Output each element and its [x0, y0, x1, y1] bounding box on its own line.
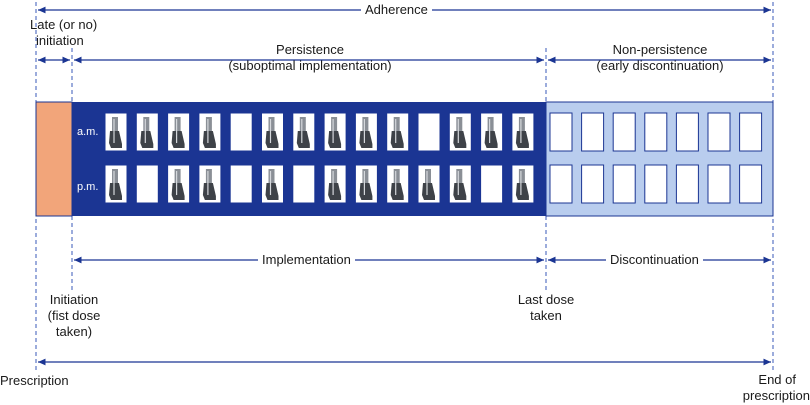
inhaler-icon	[109, 117, 122, 148]
discontinued-slot	[707, 164, 731, 204]
inhaler-icon	[202, 169, 216, 200]
am-row-label: a.m.	[77, 126, 98, 138]
inhaler-icon	[484, 117, 498, 148]
non-persistence-label: Non-persistence (early discontinuation)	[596, 42, 724, 73]
discontinued-slot	[644, 112, 668, 152]
adherence-label: Adherence	[361, 3, 432, 17]
discontinued-slot	[739, 164, 763, 204]
initiation-label: Initiation (fist dose taken)	[47, 292, 101, 339]
discontinued-slot	[644, 164, 668, 204]
discontinuation-label: Discontinuation	[606, 253, 703, 267]
inhaler-icon	[390, 169, 404, 200]
late-initiation-block	[35, 101, 73, 217]
discontinued-slot	[675, 112, 699, 152]
inhaler-icon	[422, 169, 435, 200]
inhaler-icon	[140, 117, 154, 148]
inhaler-icon	[171, 169, 185, 200]
dose-missed-slot	[135, 164, 159, 204]
discontinued-slot	[549, 164, 573, 204]
inhaler-icon	[265, 117, 279, 148]
inhaler-icon	[328, 169, 342, 200]
end-of-prescription-label: End of prescription	[742, 372, 810, 403]
persistence-label: Persistence (suboptimal implementation)	[228, 42, 392, 73]
inhaler-icon	[515, 117, 529, 148]
inhaler-icon	[328, 117, 342, 148]
inhaler-icon	[453, 169, 467, 200]
inhaler-icon	[109, 169, 122, 200]
discontinued-slot	[707, 112, 731, 152]
dose-missed-slot	[292, 164, 316, 204]
inhaler-icon	[359, 117, 373, 148]
dose-missed-slot	[480, 164, 504, 204]
inhaler-icon	[265, 169, 279, 200]
inhaler-icon	[453, 117, 467, 148]
inhaler-icon	[296, 117, 310, 148]
inhaler-icon	[515, 169, 529, 200]
prescription-label: Prescription	[0, 373, 69, 388]
discontinued-slot	[675, 164, 699, 204]
inhaler-icon	[202, 117, 216, 148]
late-initiation-label: Late (or no) initiation	[30, 17, 98, 48]
discontinued-slot	[612, 164, 636, 204]
inhaler-icon	[390, 117, 404, 148]
last-dose-label: Last dose taken	[517, 292, 575, 323]
discontinued-slot	[581, 164, 605, 204]
dose-slots	[104, 112, 763, 204]
discontinued-slot	[581, 112, 605, 152]
discontinued-slot	[549, 112, 573, 152]
inhaler-icon	[359, 169, 373, 200]
discontinued-slot	[739, 112, 763, 152]
dose-missed-slot	[417, 112, 441, 152]
implementation-label: Implementation	[258, 253, 355, 267]
dose-missed-slot	[229, 164, 253, 204]
dose-missed-slot	[229, 112, 253, 152]
inhaler-icon	[171, 117, 185, 148]
discontinued-slot	[612, 112, 636, 152]
pm-row-label: p.m.	[77, 181, 98, 193]
